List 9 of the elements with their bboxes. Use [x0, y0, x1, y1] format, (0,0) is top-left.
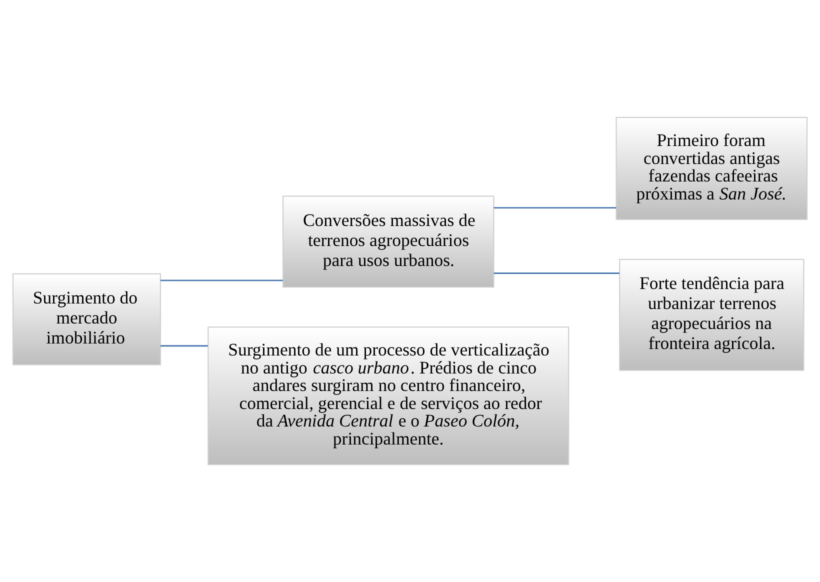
connector	[160, 280, 283, 282]
node-box: Primeiro foram convertidas antigas fazendas cafeeiras próximas a San José.	[616, 116, 808, 220]
connector	[494, 207, 616, 209]
node-box: Surgimento do mercado imobiliário	[12, 273, 162, 366]
connector	[160, 345, 208, 347]
node-box: Forte tendência para urbanizar terrenos agropecuários na fronteira agrícola.	[619, 258, 804, 371]
connector	[494, 272, 620, 274]
node-box: Conversões massivas de terrenos agropecuários para usos urbanos.	[282, 196, 494, 288]
node-box: Surgimento de um processo de verticalização no antigo casco urbano. Prédios de cinco andares surgiram no centro financeiro, comercial, gerencial e de serviços ao redor da Avenida Central e o Paseo Colón, principalmente.	[208, 326, 570, 466]
